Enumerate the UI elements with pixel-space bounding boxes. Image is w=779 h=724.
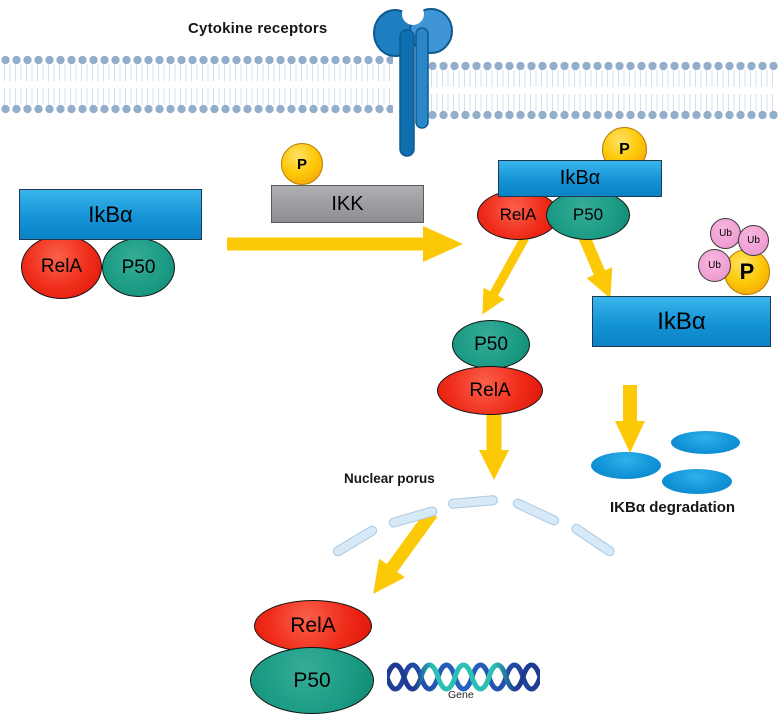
ubiquitin-circle: Ub bbox=[710, 218, 741, 249]
degraded-fragment-ellipse bbox=[662, 469, 732, 494]
rela-label: RelA bbox=[40, 256, 83, 277]
pore-segment bbox=[447, 494, 499, 510]
p50-label: P50 bbox=[293, 668, 331, 692]
ikba-rect: IkBα bbox=[19, 189, 202, 240]
rela-oval: RelA bbox=[254, 600, 372, 652]
arrow-to-ubiquitination bbox=[570, 229, 624, 304]
ikba-label: IkBα bbox=[657, 307, 706, 335]
rela-oval: RelA bbox=[21, 235, 102, 299]
p50-label: P50 bbox=[121, 256, 156, 278]
p50-oval: P50 bbox=[250, 647, 374, 714]
lipid-tails-top bbox=[2, 64, 391, 81]
phosphate-label: P bbox=[739, 259, 755, 284]
phosphate-label: P bbox=[296, 155, 307, 173]
lipid-tails-top bbox=[429, 70, 777, 87]
p50-oval: P50 bbox=[452, 320, 530, 369]
ikba-degradation-label: IKBα degradation bbox=[610, 499, 736, 516]
ub-label: Ub bbox=[719, 228, 732, 239]
degraded-fragment-ellipse bbox=[671, 431, 740, 454]
arrow-to-degradation bbox=[615, 385, 645, 453]
ubiquitin-circle: Ub bbox=[698, 249, 731, 282]
ikk-rect: IKK bbox=[271, 185, 424, 223]
lipid-heads-top bbox=[0, 55, 393, 65]
phosphate-circle: P bbox=[281, 143, 323, 185]
ikk-label: IKK bbox=[331, 192, 364, 215]
ikba-rect: IkBα bbox=[592, 296, 771, 347]
arrow-dimer-to-nucleus bbox=[479, 412, 509, 480]
degraded-fragment-ellipse bbox=[591, 452, 661, 479]
p50-oval: P50 bbox=[102, 238, 175, 297]
phosphate-label: P bbox=[619, 140, 630, 158]
arrow-release-dimer bbox=[471, 228, 538, 321]
p50-label: P50 bbox=[572, 205, 604, 224]
ub-label: Ub bbox=[747, 235, 760, 246]
lipid-heads-bottom bbox=[0, 104, 393, 114]
rela-label: RelA bbox=[469, 379, 511, 401]
lipid-tails-bottom bbox=[429, 94, 777, 111]
cell-membrane-left bbox=[0, 55, 393, 114]
ikba-label: IkBα bbox=[88, 201, 133, 227]
ikba-rect: IkBα bbox=[498, 160, 662, 197]
ubiquitin-circle: Ub bbox=[738, 225, 769, 256]
ub-label: Ub bbox=[708, 260, 721, 271]
lipid-heads-top bbox=[427, 61, 779, 71]
ikba-label: IkBα bbox=[559, 167, 601, 189]
cell-membrane-right bbox=[427, 61, 779, 120]
lipid-tails-bottom bbox=[2, 88, 391, 105]
phosphate-circle: P bbox=[724, 249, 770, 295]
rela-oval: RelA bbox=[437, 366, 543, 415]
rela-label: RelA bbox=[499, 205, 537, 224]
dna-helix-icon bbox=[387, 662, 540, 692]
lipid-heads-bottom bbox=[427, 110, 779, 120]
nuclear-porus-label: Nuclear porus bbox=[344, 471, 435, 486]
p50-oval: P50 bbox=[546, 190, 630, 240]
cytokine-receptor-icon bbox=[373, 3, 453, 157]
pore-segment bbox=[330, 523, 380, 559]
arrow-activation bbox=[227, 226, 463, 262]
pore-segment bbox=[511, 496, 561, 528]
gene-label: Gene bbox=[448, 689, 474, 701]
p50-label: P50 bbox=[474, 333, 508, 355]
pore-segment bbox=[569, 521, 617, 559]
cytokine-receptors-label: Cytokine receptors bbox=[188, 20, 328, 37]
rela-oval: RelA bbox=[477, 190, 559, 240]
rela-label: RelA bbox=[290, 614, 336, 637]
